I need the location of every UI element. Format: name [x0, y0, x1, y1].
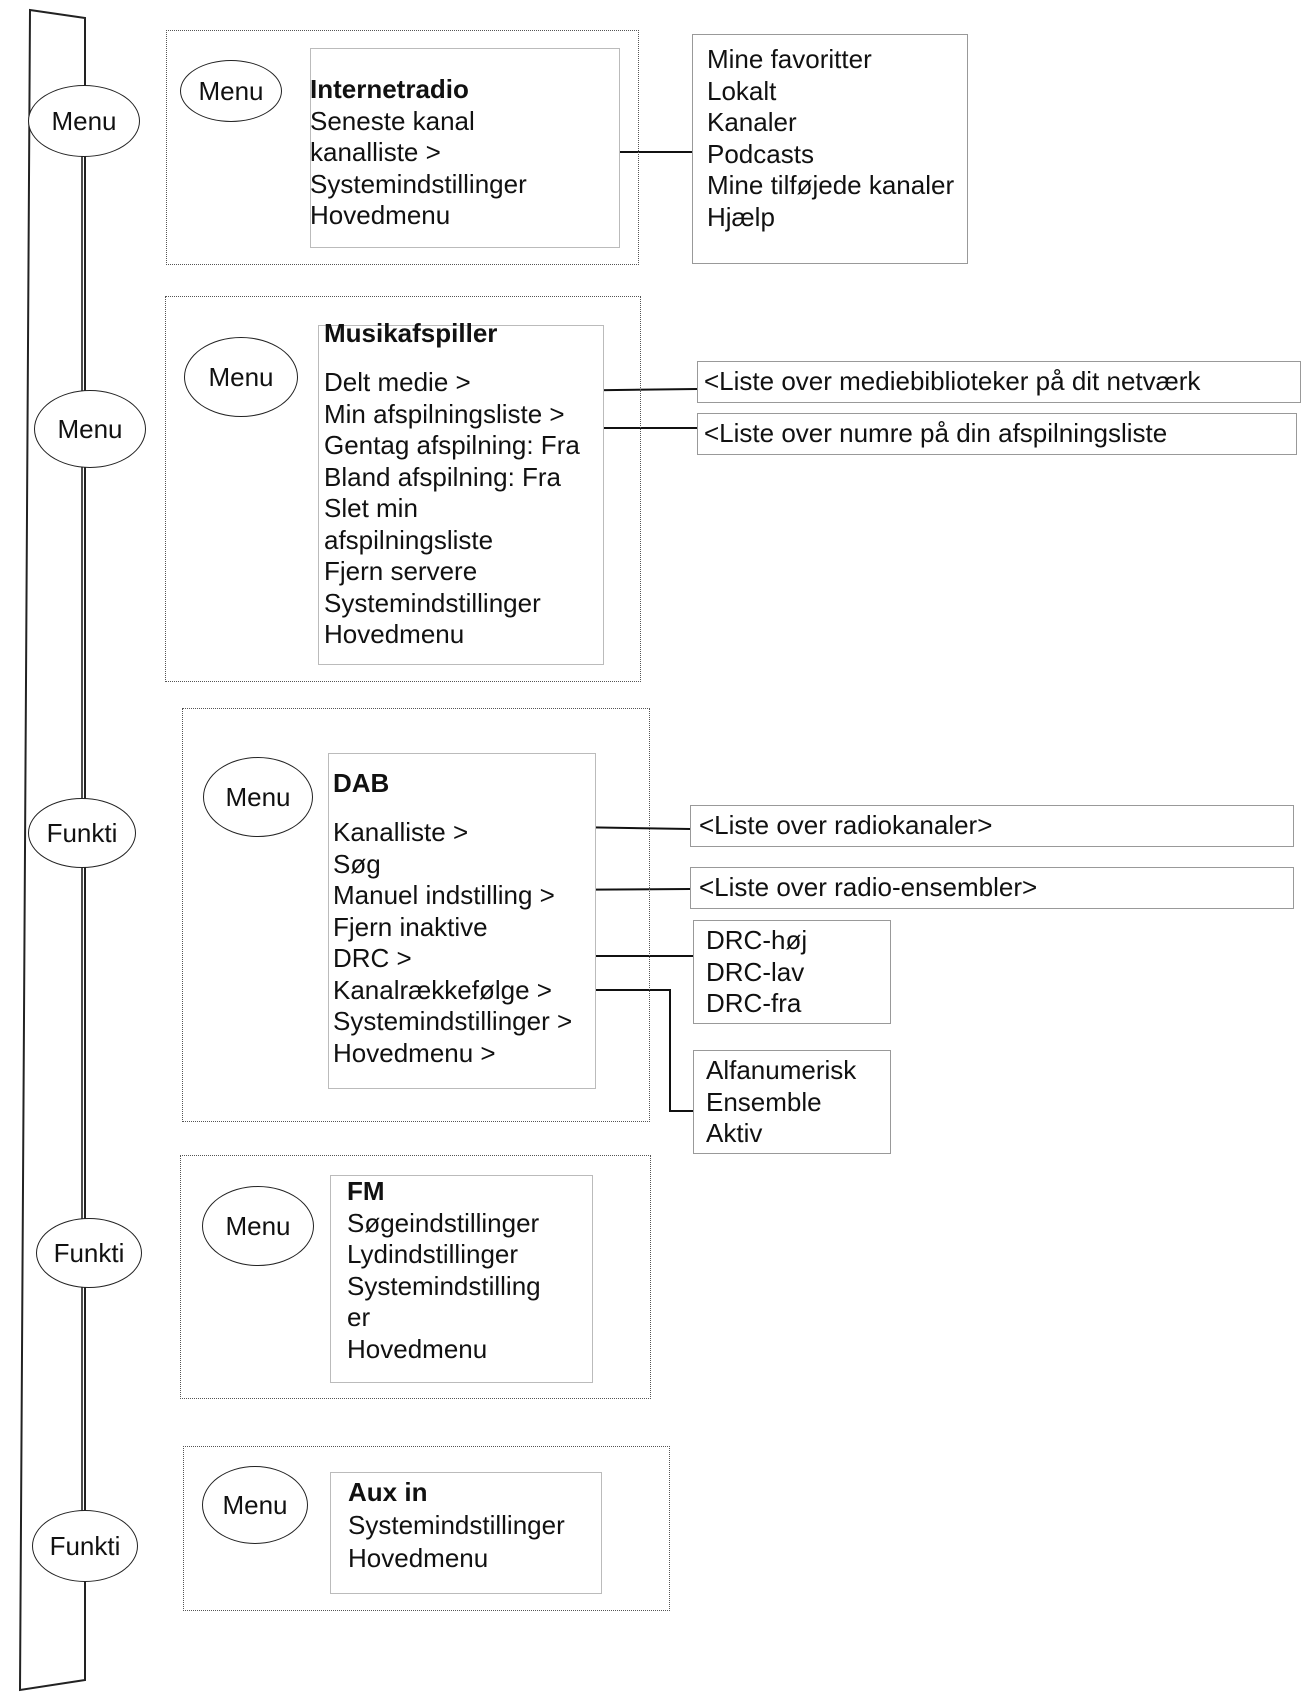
radio-ensembles-box: <Liste over radio-ensembler> [690, 867, 1294, 909]
internet-item-mainmenu[interactable]: Hovedmenu [310, 200, 451, 230]
dab-item-manual-tune[interactable]: Manuel indstilling > [333, 880, 555, 910]
rail-oval-menu-2[interactable]: Menu [34, 390, 146, 468]
playlist-tracks-box: <Liste over numre på din afspilningslist… [697, 413, 1297, 455]
fm-item-audio-settings[interactable]: Lydindstillinger [347, 1239, 519, 1269]
drc-low[interactable]: DRC-lav [706, 956, 805, 987]
fm-menu-button[interactable]: Menu [202, 1186, 314, 1266]
music-menu-list: Delt medie > Min afspilningsliste > Gent… [324, 367, 580, 651]
music-title: Musikafspiller [324, 318, 498, 348]
playlist-tracks-text: <Liste over numre på din afspilningslist… [704, 418, 1168, 448]
rail-oval-function-3[interactable]: Funkti [32, 1510, 138, 1582]
music-item-remove-servers[interactable]: Fjern servere [324, 556, 478, 586]
dab-menu-panel [328, 753, 596, 1089]
radio-stations-text: <Liste over radiokanaler> [699, 810, 993, 840]
music-item-mainmenu[interactable]: Hovedmenu [324, 619, 465, 649]
submenu-added-stations[interactable]: Mine tilføjede kanaler [707, 170, 955, 200]
music-item-shared[interactable]: Delt medie > [324, 367, 471, 397]
station-order-box: Alfanumerisk Ensemble Aktiv [693, 1050, 891, 1154]
rail-oval-function-2[interactable]: Funkti [36, 1218, 142, 1288]
aux-item-mainmenu[interactable]: Hovedmenu [348, 1543, 489, 1573]
radio-ensembles-text: <Liste over radio-ensembler> [699, 872, 1038, 902]
music-title-wrap: Musikafspiller [324, 318, 497, 350]
order-alphanumeric[interactable]: Alfanumerisk [706, 1055, 857, 1085]
rail-outline [18, 8, 86, 1692]
aux-item-settings[interactable]: Systemindstillinger [348, 1510, 565, 1540]
fm-item-settings-2[interactable]: er [347, 1302, 371, 1332]
section-musikafspiller [165, 296, 641, 682]
internet-item-recent[interactable]: Seneste kanal [310, 105, 475, 136]
section-dab [182, 708, 650, 1122]
dab-item-stationlist[interactable]: Kanalliste > [333, 817, 469, 847]
internet-item-stationlist[interactable]: kanalliste > [310, 137, 441, 167]
internet-menu-button[interactable]: Menu [180, 60, 282, 122]
dab-menu-list: Kanalliste > Søg Manuel indstilling > Fj… [333, 817, 572, 1069]
music-item-playlist[interactable]: Min afspilningsliste > [324, 398, 565, 429]
music-menu-panel [318, 325, 604, 665]
dab-item-mainmenu[interactable]: Hovedmenu > [333, 1037, 496, 1068]
aux-menu-button[interactable]: Menu [202, 1466, 308, 1544]
internet-submenu-box: Mine favoritter Lokalt Kanaler Podcasts … [692, 34, 968, 264]
fm-menu-list: FM Søgeindstillinger Lydindstillinger Sy… [347, 1176, 541, 1365]
internet-menu-panel [310, 48, 620, 248]
music-menu-button[interactable]: Menu [184, 337, 298, 417]
fm-item-scan-settings[interactable]: Søgeindstillinger [347, 1207, 540, 1238]
dab-item-station-order[interactable]: Kanalrækkefølge > [333, 974, 552, 1005]
music-item-repeat[interactable]: Gentag afspilning: Fra [324, 430, 580, 460]
submenu-local[interactable]: Lokalt [707, 75, 777, 106]
dab-title-wrap: DAB [333, 768, 389, 800]
drc-high[interactable]: DRC-høj [706, 925, 808, 955]
dab-item-scan[interactable]: Søg [333, 848, 381, 879]
music-item-settings[interactable]: Systemindstillinger [324, 587, 541, 618]
drc-off[interactable]: DRC-fra [706, 988, 802, 1018]
fm-title: FM [347, 1176, 385, 1206]
submenu-favorites[interactable]: Mine favoritter [707, 44, 872, 74]
dab-menu-button[interactable]: Menu [203, 757, 313, 837]
order-active[interactable]: Aktiv [706, 1118, 763, 1148]
fm-item-settings-1[interactable]: Systemindstilling [347, 1270, 541, 1301]
drc-options-box: DRC-høj DRC-lav DRC-fra [693, 920, 891, 1024]
dab-item-drc[interactable]: DRC > [333, 943, 412, 973]
submenu-stations[interactable]: Kanaler [707, 107, 797, 137]
aux-title: Aux in [348, 1477, 428, 1507]
fm-item-mainmenu[interactable]: Hovedmenu [347, 1333, 488, 1364]
connector-order [560, 989, 693, 1112]
order-ensemble[interactable]: Ensemble [706, 1086, 822, 1117]
section-fm [180, 1155, 651, 1399]
rail-oval-function-1[interactable]: Funkti [28, 798, 136, 868]
submenu-help[interactable]: Hjælp [707, 201, 775, 232]
music-item-clear-1[interactable]: Slet min [324, 493, 418, 523]
internet-title: Internetradio [310, 74, 469, 104]
media-libraries-text: <Liste over mediebiblioteker på dit netv… [704, 366, 1201, 396]
aux-menu-list: Aux in Systemindstillinger Hovedmenu [348, 1476, 565, 1575]
fm-menu-panel [330, 1175, 593, 1383]
dab-item-prune[interactable]: Fjern inaktive [333, 911, 488, 942]
dab-item-settings[interactable]: Systemindstillinger > [333, 1006, 573, 1036]
internet-menu-list: Internetradio Seneste kanal kanalliste >… [310, 74, 527, 232]
rail-oval-menu-1[interactable]: Menu [28, 85, 140, 157]
music-item-clear-2[interactable]: afspilningsliste [324, 524, 494, 555]
aux-menu-panel [330, 1472, 602, 1594]
internet-item-settings[interactable]: Systemindstillinger [310, 168, 527, 199]
dab-title: DAB [333, 768, 390, 798]
media-libraries-box: <Liste over mediebiblioteker på dit netv… [697, 361, 1301, 403]
submenu-podcasts[interactable]: Podcasts [707, 138, 814, 169]
radio-stations-box: <Liste over radiokanaler> [690, 805, 1294, 847]
section-internetradio [166, 30, 639, 265]
music-item-shuffle[interactable]: Bland afspilning: Fra [324, 461, 562, 492]
section-aux-in [183, 1446, 670, 1611]
